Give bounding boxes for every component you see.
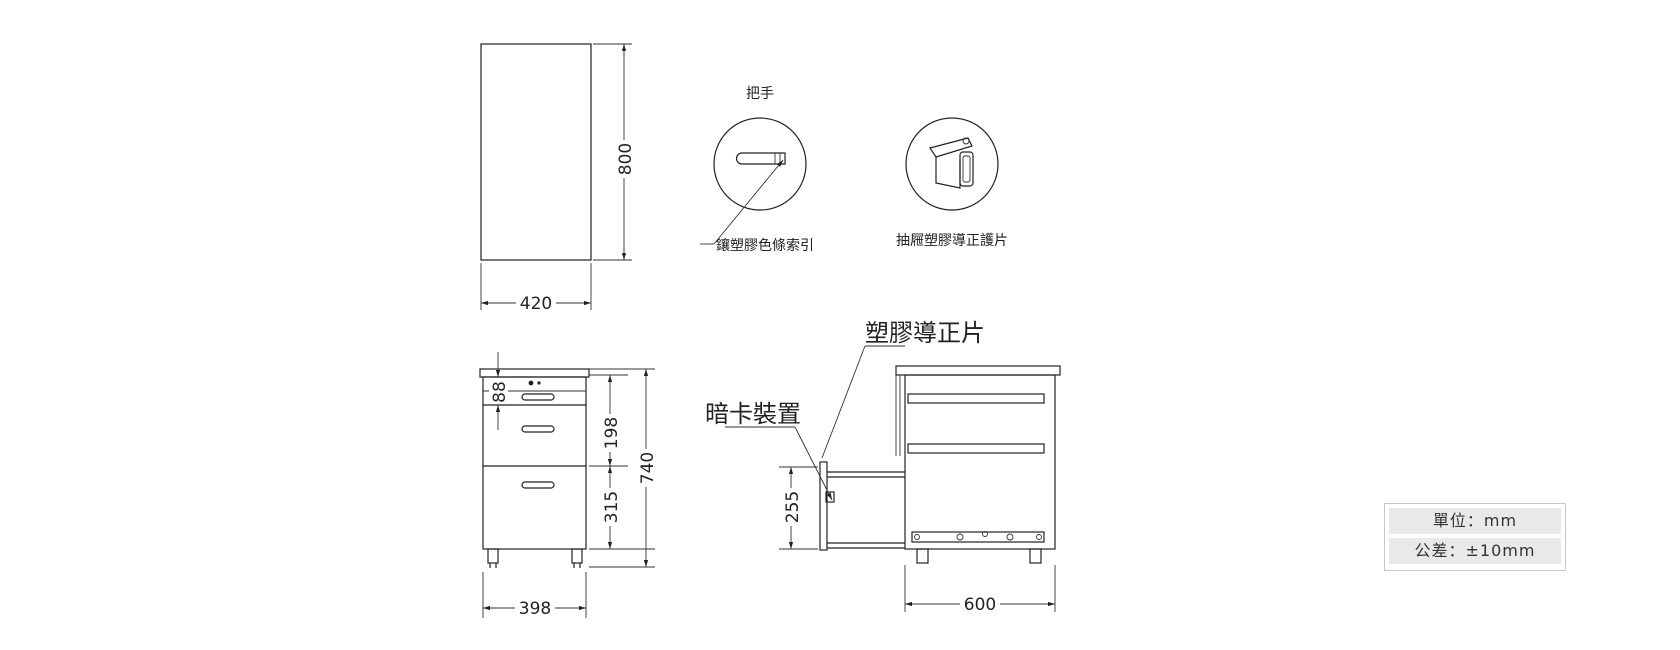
side-body xyxy=(904,374,1056,550)
front-handle-2 xyxy=(521,425,555,433)
front-drawer-bottom-label: 315 xyxy=(602,491,622,523)
side-guide-label: 塑膠導正片 xyxy=(865,319,985,347)
handle-title: 把手 xyxy=(746,86,774,102)
handle-detail: 把手 鑲塑膠色條索引 xyxy=(700,86,814,254)
side-extension-label: 255 xyxy=(783,491,803,523)
front-handle-3 xyxy=(521,481,555,489)
handle-detail-circle xyxy=(713,117,807,211)
handle-callout: 鑲塑膠色條索引 xyxy=(716,237,814,254)
front-height-label: 740 xyxy=(638,452,658,484)
side-top-plate xyxy=(895,365,1061,376)
front-handle-1 xyxy=(521,393,555,401)
top-height-label: 800 xyxy=(616,143,636,175)
side-depth-label: 600 xyxy=(964,595,996,615)
front-width-label: 398 xyxy=(519,599,551,619)
front-top-plate xyxy=(479,368,590,378)
unit-label: 單位：mm xyxy=(1389,508,1561,534)
top-view-outline xyxy=(480,43,592,261)
front-body xyxy=(482,376,587,550)
legend-box: 單位：mm 公差：±10mm xyxy=(1384,503,1566,571)
guide-callout: 抽屜塑膠導正護片 xyxy=(896,233,1008,249)
front-view: 88 198 315 740 398 xyxy=(479,352,658,619)
front-drawer-top-label: 88 xyxy=(490,381,510,403)
hidden-lock-label: 暗卡裝置 xyxy=(705,400,801,428)
tolerance-label: 公差：±10mm xyxy=(1389,538,1561,564)
top-view: 800 420 xyxy=(480,43,636,314)
guide-detail: 抽屜塑膠導正護片 xyxy=(896,117,1008,249)
top-width-label: 420 xyxy=(520,294,552,314)
guide-detail-circle xyxy=(905,117,999,211)
front-drawer-mid-label: 198 xyxy=(602,417,622,449)
side-view: 塑膠導正片 暗卡裝置 255 600 xyxy=(705,319,1061,615)
